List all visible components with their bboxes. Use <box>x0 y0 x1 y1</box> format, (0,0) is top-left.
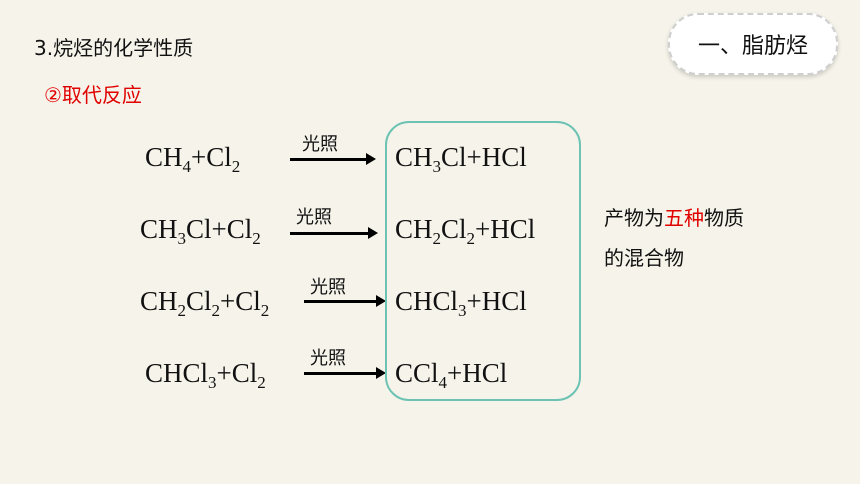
products-bracket-box <box>385 121 581 401</box>
arrow-label-1: 光照 <box>302 134 338 155</box>
subsection-heading: ②取代反应 <box>44 83 142 107</box>
reaction-arrow-1 <box>290 153 376 165</box>
note-line-1: 产物为五种物质 <box>604 206 744 230</box>
product-3: CHCl3+HCl <box>395 286 527 320</box>
arrow-label-2: 光照 <box>296 207 332 228</box>
reactant-1: CH4+Cl2 <box>145 142 241 176</box>
product-note: 产物为五种物质 的混合物 <box>604 198 744 278</box>
reactant-4: CHCl3+Cl2 <box>145 358 266 392</box>
note-line-2: 的混合物 <box>604 246 684 270</box>
product-1: CH3Cl+HCl <box>395 142 527 176</box>
reactant-3: CH2Cl2+Cl2 <box>140 286 270 320</box>
reaction-arrow-4 <box>304 367 386 379</box>
note-highlight: 五种 <box>664 206 704 230</box>
reactant-2: CH3Cl+Cl2 <box>140 214 261 248</box>
reaction-arrow-2 <box>290 227 378 239</box>
arrow-label-3: 光照 <box>310 277 346 298</box>
arrow-label-4: 光照 <box>310 348 346 369</box>
reaction-arrow-3 <box>304 295 386 307</box>
section-heading: 3.烷烃的化学性质 <box>34 36 194 60</box>
topic-badge: 一、脂肪烃 <box>668 13 838 75</box>
product-2: CH2Cl2+HCl <box>395 214 536 248</box>
